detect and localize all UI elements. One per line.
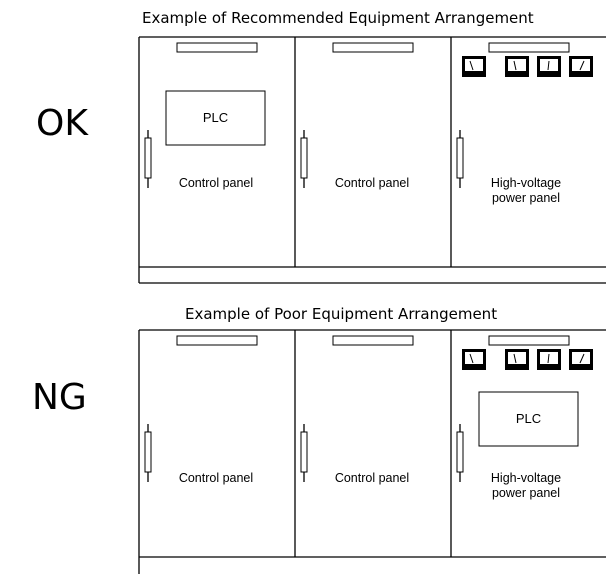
vent-slot-icon: [176, 335, 258, 346]
analog-meter-icon: [462, 56, 486, 77]
door-handle-icon: [300, 130, 308, 188]
control-panel: Control panel: [300, 42, 414, 190]
analog-meter-icon: [537, 56, 561, 77]
plc-label: PLC: [203, 110, 228, 125]
control-panel: PLC Control panel: [144, 42, 266, 190]
recommended-cabinet: [138, 36, 606, 284]
recommended-section: Example of Recommended Equipment Arrange…: [36, 9, 606, 284]
high-voltage-power-panel: High-voltage power panel: [456, 42, 593, 205]
vent-slot-icon: [332, 335, 414, 346]
meter-row: [462, 56, 593, 77]
door-handle-icon: [300, 424, 308, 482]
poor-cabinet: [138, 329, 606, 574]
vent-slot-icon: [176, 42, 258, 53]
meter-row: [462, 349, 593, 370]
control-panel: Control panel: [300, 335, 414, 485]
panel-label-line-2: power panel: [492, 486, 560, 500]
analog-meter-icon: [505, 56, 529, 77]
ok-verdict: OK: [36, 103, 89, 144]
plc-box: [165, 90, 266, 146]
door-handle-icon: [144, 130, 152, 188]
panel-label-line-1: High-voltage: [491, 471, 561, 485]
recommended-title: Example of Recommended Equipment Arrange…: [142, 9, 534, 27]
plc-box: [478, 391, 579, 447]
panel-label: Control panel: [335, 471, 409, 485]
door-handle-icon: [456, 424, 464, 482]
analog-meter-icon: [569, 349, 593, 370]
vent-slot-icon: [488, 42, 570, 53]
vent-slot-icon: [332, 42, 414, 53]
analog-meter-icon: [505, 349, 529, 370]
control-panel: Control panel: [144, 335, 258, 485]
analog-meter-icon: [462, 349, 486, 370]
panel-label: Control panel: [335, 176, 409, 190]
vent-slot-icon: [488, 335, 570, 346]
high-voltage-power-panel: PLC High-voltage power panel: [456, 335, 593, 500]
panel-label-line-1: High-voltage: [491, 176, 561, 190]
panel-label: Control panel: [179, 471, 253, 485]
analog-meter-icon: [569, 56, 593, 77]
analog-meter-icon: [537, 349, 561, 370]
door-handle-icon: [456, 130, 464, 188]
plc-label: PLC: [516, 411, 541, 426]
panel-label: Control panel: [179, 176, 253, 190]
ng-verdict: NG: [32, 377, 87, 418]
poor-section: Example of Poor Equipment Arrangement NG…: [32, 305, 606, 574]
poor-title: Example of Poor Equipment Arrangement: [185, 305, 497, 323]
door-handle-icon: [144, 424, 152, 482]
panel-label-line-2: power panel: [492, 191, 560, 205]
